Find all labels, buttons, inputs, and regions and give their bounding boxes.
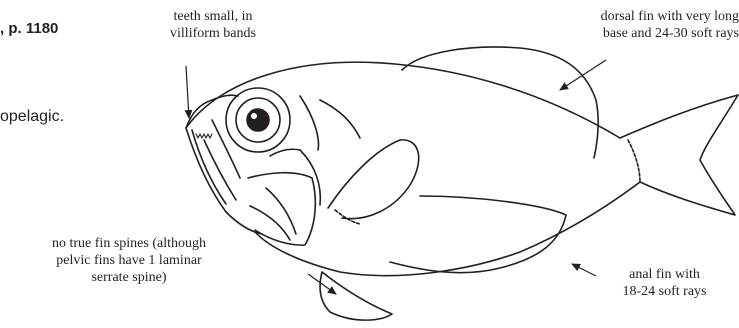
fin-spines-arrow — [308, 274, 336, 294]
anal-fin — [390, 196, 566, 273]
pectoral-fin — [328, 140, 419, 219]
caudal-fin — [620, 95, 738, 215]
teeth — [196, 134, 212, 138]
pelvic-fin — [320, 272, 392, 320]
teeth-arrow — [186, 66, 189, 118]
caudal-fin-base — [628, 140, 640, 182]
head-outline — [186, 95, 238, 128]
pupil — [247, 109, 269, 131]
anal-fin-arrow — [572, 264, 596, 276]
dorsal-fin-arrow — [560, 60, 606, 90]
dorsal-fin — [402, 47, 598, 158]
